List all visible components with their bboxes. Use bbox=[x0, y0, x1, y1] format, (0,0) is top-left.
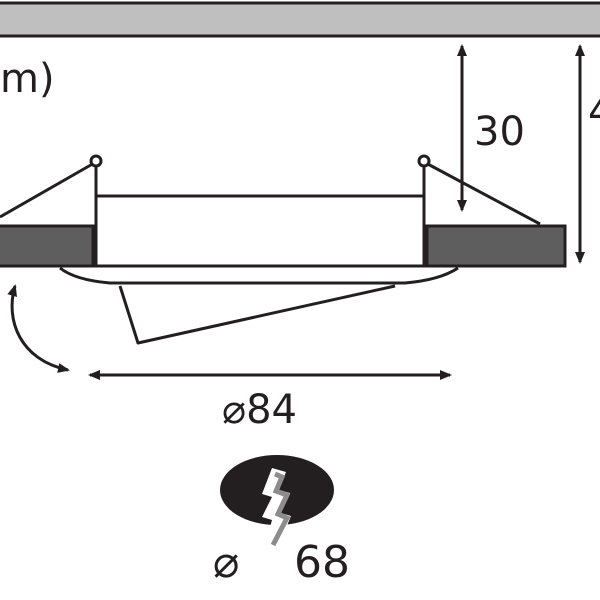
ceiling-strip bbox=[0, 1, 600, 38]
cutout-diameter-symbol: ⌀ bbox=[213, 537, 240, 588]
fixture-bezel bbox=[59, 266, 459, 285]
dimension-height-total: 4 bbox=[575, 44, 600, 264]
dimension-outer-diameter: ⌀84 bbox=[88, 370, 452, 433]
dimension-height-inner-label: 30 bbox=[474, 109, 525, 155]
ceiling-panel-right bbox=[425, 224, 567, 268]
unit-label: m) bbox=[0, 56, 55, 102]
ceiling-panel-left bbox=[0, 224, 95, 268]
dimension-outer-diameter-label: ⌀84 bbox=[222, 387, 297, 433]
dimension-height-inner: 30 bbox=[457, 44, 525, 212]
fixture-housing bbox=[94, 194, 426, 268]
swivel-arrow bbox=[7, 284, 70, 373]
cutout-diameter-value: 68 bbox=[294, 537, 350, 588]
dimension-height-total-label: 4 bbox=[588, 89, 600, 135]
tilted-lamp-head bbox=[118, 284, 396, 345]
cutout-hole-icon bbox=[220, 455, 334, 550]
